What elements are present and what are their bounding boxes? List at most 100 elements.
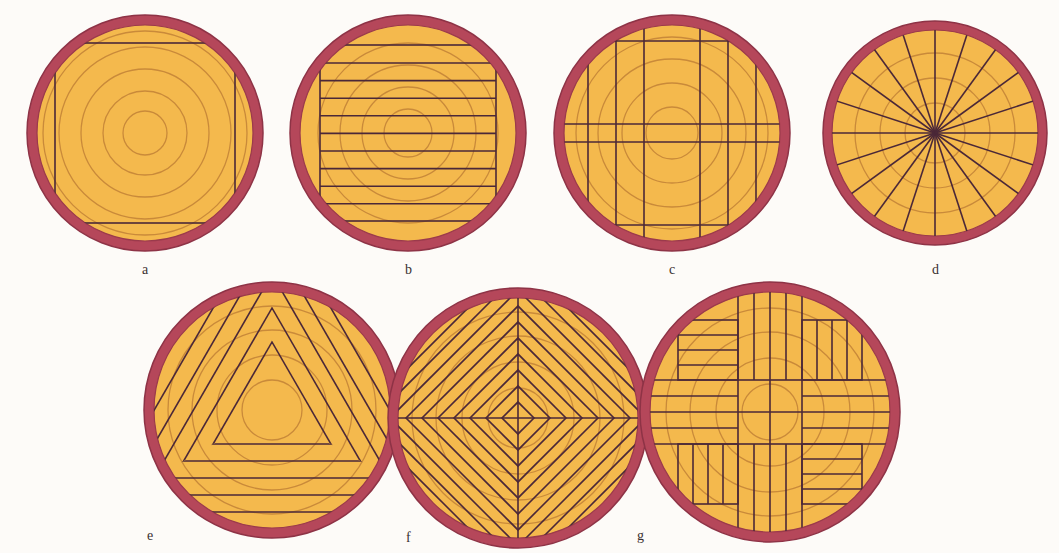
- cut-line: [518, 418, 648, 548]
- wood-cuts: [318, 43, 498, 223]
- figure-letter: g: [637, 528, 644, 544]
- growth-ring: [598, 59, 746, 207]
- cut-line: [518, 288, 648, 418]
- figure-letter: f: [406, 530, 411, 546]
- cut-line: [388, 418, 518, 548]
- cut-line: [388, 418, 518, 548]
- cut-line: [785, 287, 787, 380]
- cut-outline: [678, 444, 738, 504]
- figure-letter: a: [142, 262, 148, 278]
- cut-line: [320, 150, 496, 152]
- cut-line: [769, 287, 771, 380]
- cut-line: [84, 186, 284, 532]
- cut-line: [587, 23, 589, 243]
- cut-line: [388, 288, 518, 418]
- cut-line: [699, 23, 701, 243]
- cut-outline: [802, 320, 862, 380]
- plank-group: [518, 418, 648, 548]
- cut-line: [320, 97, 496, 99]
- growth-ring: [103, 91, 187, 175]
- bark: [823, 21, 1047, 245]
- cut-line: [846, 133, 935, 198]
- wood-cuts: [562, 23, 782, 243]
- cut-line: [320, 133, 496, 135]
- cut-line: [816, 320, 818, 380]
- cut-line: [935, 133, 1024, 198]
- cut-line: [388, 288, 518, 418]
- cut-line: [216, 211, 416, 553]
- log-section: [290, 15, 526, 251]
- cut-line: [518, 288, 648, 418]
- cut-outline: [738, 380, 802, 444]
- cut-line: [722, 444, 724, 504]
- cut-line: [320, 115, 496, 117]
- growth-ring: [646, 107, 698, 159]
- cut-line: [518, 418, 648, 548]
- cut-line: [69, 177, 269, 523]
- cut-line: [72, 511, 472, 513]
- wood: [564, 25, 780, 241]
- cut-line: [755, 23, 757, 243]
- cut-line: [518, 418, 648, 548]
- plank-group: [518, 288, 648, 418]
- cut-line: [935, 44, 1000, 133]
- cut-line: [388, 417, 648, 419]
- growth-ring: [242, 380, 302, 440]
- growth-ring: [59, 47, 231, 219]
- cut-line: [901, 133, 935, 238]
- cut-line: [830, 133, 935, 167]
- cut-line: [562, 141, 782, 143]
- cut-line: [901, 28, 935, 133]
- cut-line: [643, 23, 645, 243]
- bark: [640, 282, 900, 542]
- wood-cuts: [825, 23, 1045, 243]
- cut-line: [562, 123, 782, 125]
- plank-group: [69, 177, 343, 553]
- cut-line: [388, 418, 518, 548]
- cut-line: [846, 68, 935, 133]
- cut-line: [518, 288, 648, 418]
- wood: [37, 25, 253, 241]
- cut-line: [388, 288, 518, 418]
- log-section: [640, 282, 900, 542]
- cut-line: [388, 418, 518, 548]
- cut-line: [518, 418, 648, 548]
- cut-line: [388, 288, 518, 418]
- cut-line: [518, 418, 648, 548]
- bark: [554, 15, 790, 251]
- wood: [154, 292, 390, 528]
- cut-line: [802, 395, 895, 397]
- cut-line: [615, 23, 617, 243]
- cut-line: [870, 133, 935, 222]
- cut-line: [802, 458, 862, 460]
- cut-line: [388, 418, 518, 548]
- cut-line: [388, 288, 518, 418]
- cut-line: [320, 203, 496, 205]
- cut-line: [518, 288, 648, 418]
- growth-ring: [192, 330, 352, 490]
- growth-ring: [43, 31, 247, 235]
- cut-line: [320, 185, 496, 187]
- figure-letter: b: [405, 262, 412, 278]
- cut-line: [518, 288, 648, 418]
- plank-group: [388, 288, 518, 418]
- cut-line: [935, 99, 1040, 133]
- cut-line: [738, 411, 802, 413]
- cut-line: [518, 288, 648, 418]
- growth-ring: [168, 306, 376, 514]
- cut-line: [388, 418, 518, 548]
- cut-line: [113, 203, 313, 549]
- cut-line: [678, 334, 738, 336]
- cut-outline: [678, 320, 738, 380]
- bark: [27, 15, 263, 251]
- cut-line: [692, 444, 694, 504]
- cut-outline: [55, 43, 235, 223]
- cut-line: [870, 44, 935, 133]
- cut-line: [320, 168, 496, 170]
- cut-line: [518, 288, 648, 418]
- bark: [144, 282, 400, 538]
